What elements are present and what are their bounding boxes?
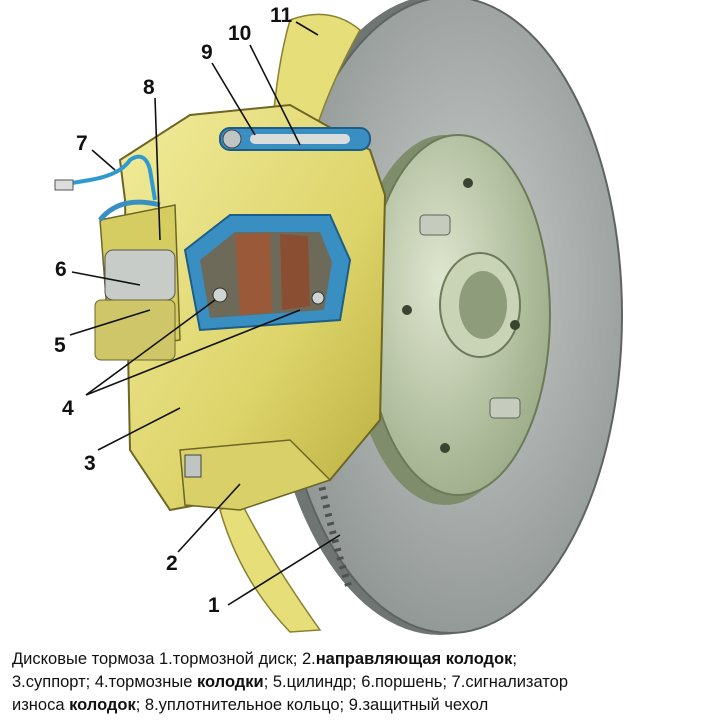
label-2: 2 bbox=[166, 552, 178, 575]
label-1: 1 bbox=[208, 594, 220, 617]
cylinder-piston bbox=[94, 199, 176, 361]
guide-pin bbox=[219, 127, 371, 151]
wear-indicator-wire bbox=[54, 154, 157, 201]
label-10: 10 bbox=[228, 22, 251, 45]
caption-line-1: Дисковые тормоза 1.тормозной диск; 2.нап… bbox=[12, 650, 517, 668]
pads-cutaway bbox=[183, 214, 352, 332]
caption-line-3: износа колодок; 8.уплотнительное кольцо;… bbox=[12, 696, 489, 714]
label-11: 11 bbox=[270, 4, 293, 27]
wheel-hub bbox=[350, 134, 551, 505]
label-8: 8 bbox=[143, 76, 155, 99]
label-3: 3 bbox=[84, 452, 96, 475]
label-9: 9 bbox=[201, 41, 213, 64]
label-4: 4 bbox=[62, 397, 74, 420]
disc-brake-illustration: 1 2 3 4 5 6 7 8 9 10 11 bbox=[54, 0, 623, 635]
caption-line-2: 3.суппорт; 4.тормозные колодки; 5.цилинд… bbox=[12, 673, 569, 691]
part-labels: 1 2 3 4 5 6 7 8 9 10 11 bbox=[54, 4, 293, 617]
wheel-stud bbox=[419, 214, 521, 419]
figure-caption: Дисковые тормоза 1.тормозной диск; 2.нап… bbox=[12, 648, 718, 717]
pad-guide-2 bbox=[179, 439, 332, 511]
leader-lines bbox=[69, 21, 341, 606]
label-7: 7 bbox=[76, 132, 88, 155]
label-5: 5 bbox=[54, 334, 66, 357]
label-6: 6 bbox=[55, 258, 67, 281]
